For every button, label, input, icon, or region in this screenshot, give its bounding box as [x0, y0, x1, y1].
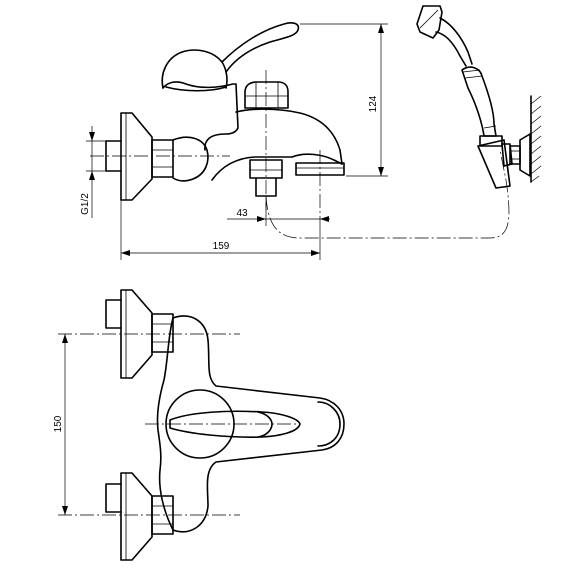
- hex-nut: [151, 139, 174, 178]
- shower-handle: [461, 66, 497, 137]
- dimension-centers: 150: [53, 334, 68, 515]
- shower-outlet-nut: [249, 159, 283, 179]
- centers-label: 150: [53, 415, 64, 432]
- thread-label: G1/2: [80, 193, 91, 215]
- elbow-body: [172, 136, 209, 182]
- spout: [235, 108, 343, 165]
- diverter-knob: [244, 81, 289, 109]
- dimension-height: 124: [300, 23, 388, 177]
- upper-flange: [120, 289, 153, 379]
- height-label: 124: [368, 95, 379, 112]
- shower-head: [416, 5, 443, 39]
- dimension-length: 159: [120, 200, 321, 260]
- main-body: [162, 81, 293, 181]
- dimension-thread: G1/2: [80, 126, 106, 218]
- upper-hex-nut: [151, 313, 174, 353]
- length-label: 159: [213, 241, 230, 252]
- side-view: [90, 22, 510, 239]
- lever-handle: [221, 22, 300, 73]
- lever-base: [161, 49, 228, 89]
- shower-hose: [265, 149, 510, 239]
- top-view: [58, 289, 345, 561]
- lower-hex-nut: [151, 495, 174, 535]
- inlet-pipe: [105, 140, 122, 172]
- hand-shower-assembly: [416, 5, 542, 189]
- dimension-offset: 43: [227, 198, 330, 226]
- lower-flange: [120, 472, 153, 561]
- spout-outlet: [295, 162, 345, 176]
- top-spout-end: [317, 401, 341, 447]
- offset-label: 43: [236, 208, 248, 219]
- top-body: [156, 315, 345, 533]
